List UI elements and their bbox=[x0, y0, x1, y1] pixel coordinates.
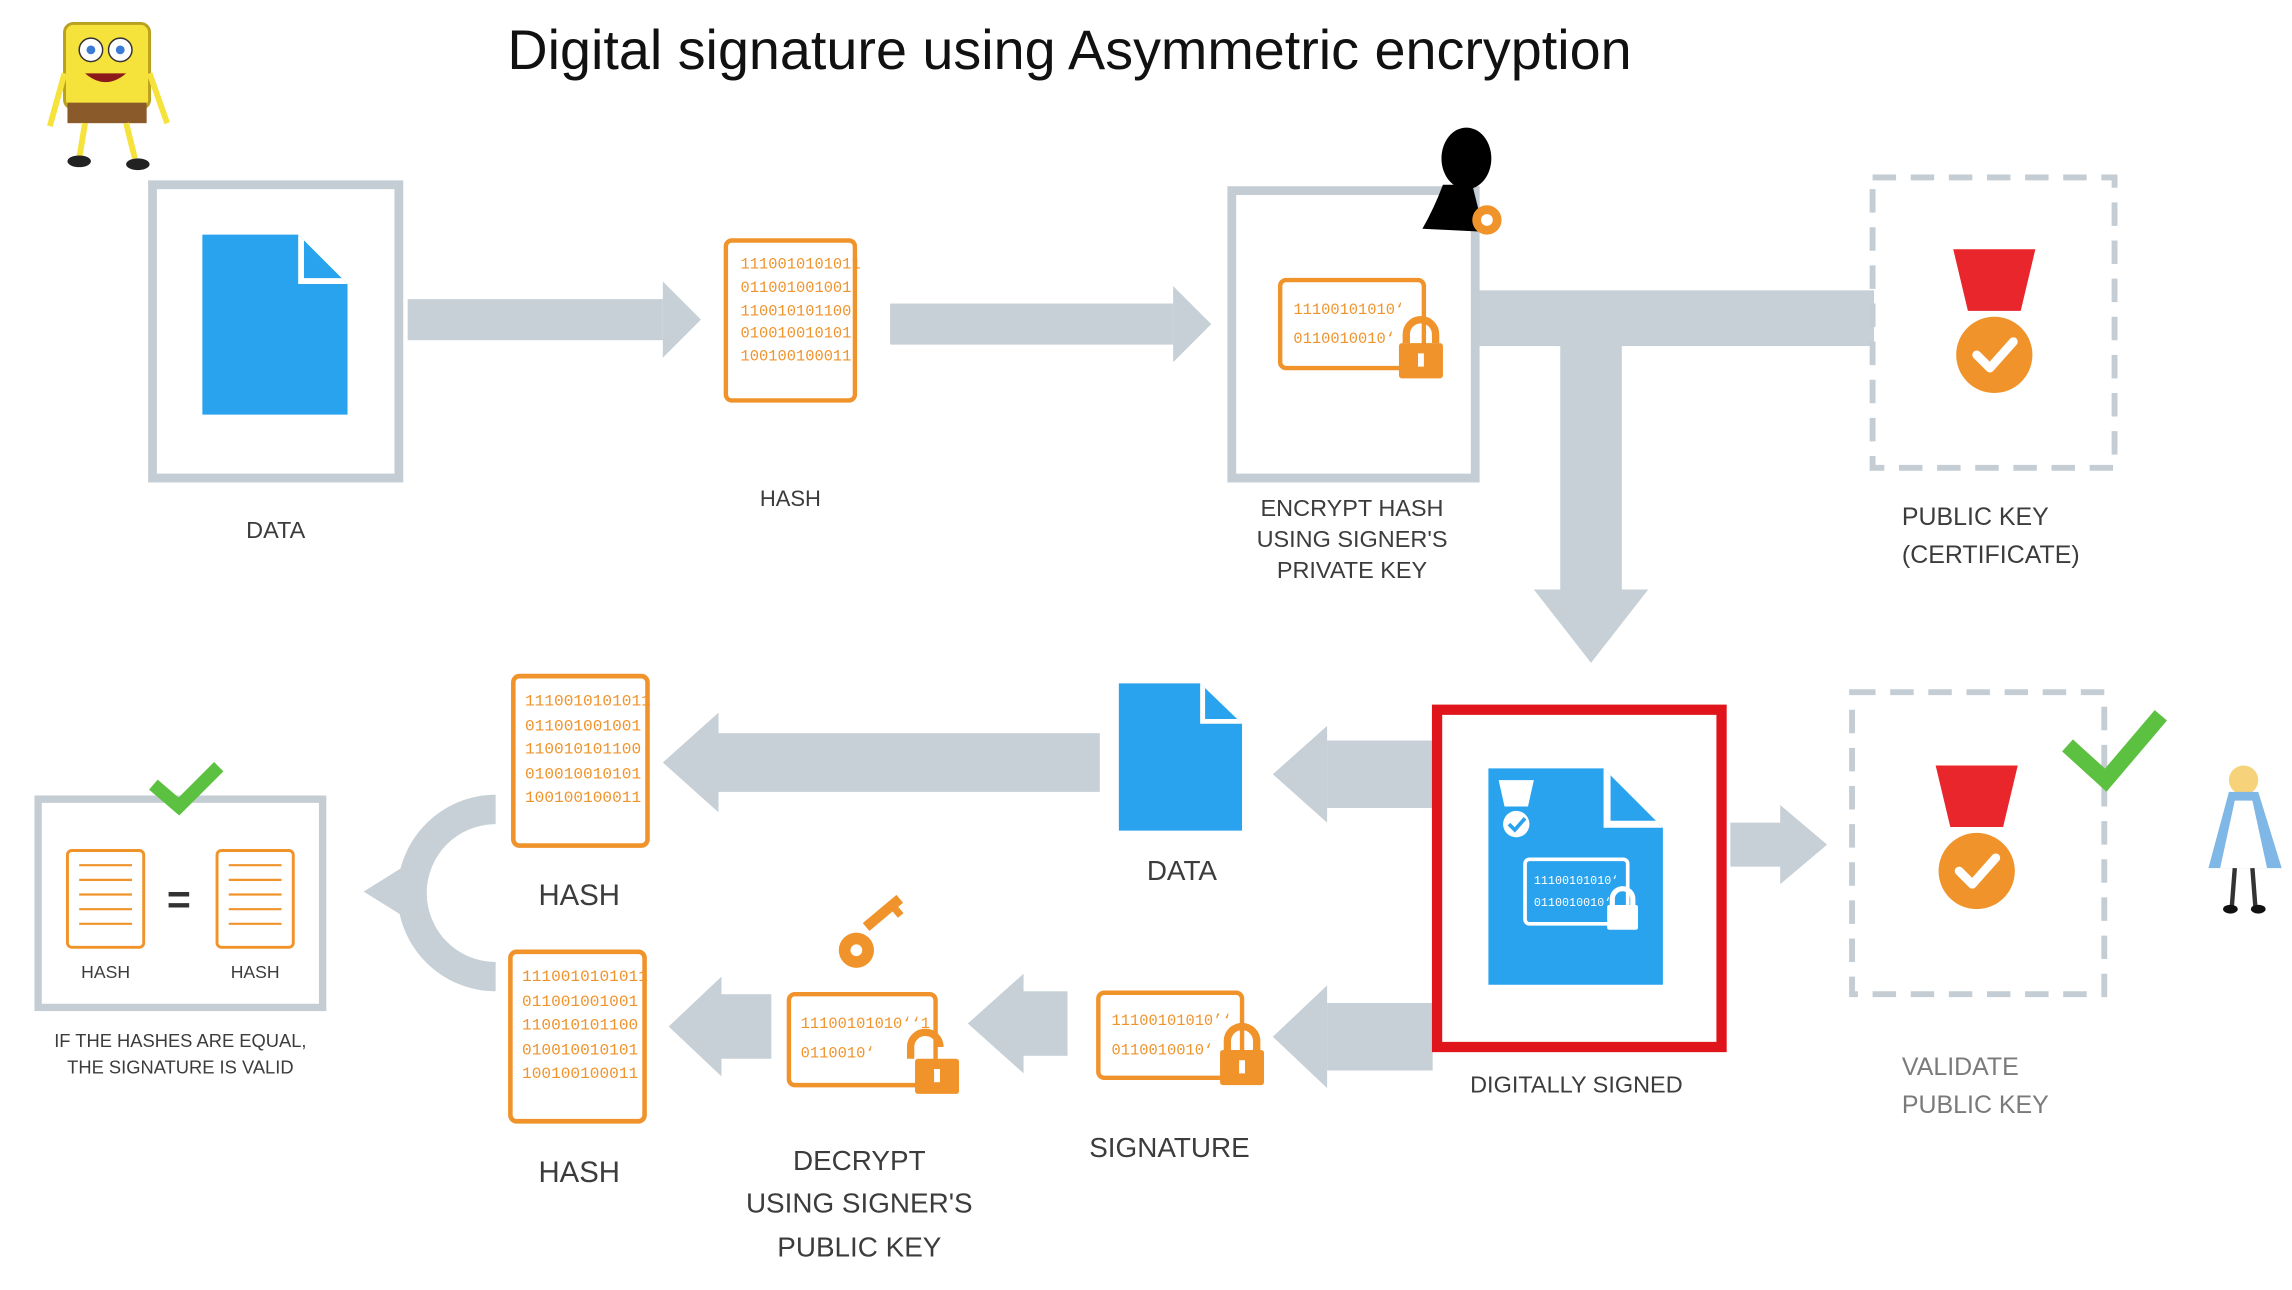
compare-hash-label-right: HASH bbox=[230, 961, 280, 983]
validate-public-key-frame bbox=[1849, 689, 2108, 998]
digitally-signed-label: DIGITALLY SIGNED bbox=[1470, 1073, 1683, 1099]
hash-label-mid: HASH bbox=[538, 879, 620, 913]
data-label-mid: DATA bbox=[1146, 856, 1217, 888]
checkmark-icon-validate bbox=[2062, 710, 2167, 792]
arrow-hash-to-encrypt bbox=[890, 285, 1212, 363]
encrypt-hash-frame bbox=[1227, 186, 1480, 483]
signature-binary-text: 11100101010’‘0110010010‘ bbox=[1111, 1013, 1232, 1061]
compare-hash-label-left: HASH bbox=[81, 961, 131, 983]
arrow-data-to-hash bbox=[407, 281, 701, 358]
arrow-signed-to-validate bbox=[1730, 805, 1828, 885]
checkmark-icon-compare bbox=[149, 761, 224, 816]
medal-icon-validate bbox=[1936, 765, 2018, 909]
arrow-signature-to-decrypt bbox=[967, 973, 1068, 1074]
document-icon-mid bbox=[1118, 683, 1243, 831]
medal-icon bbox=[1953, 249, 2035, 393]
spongebob-character-icon bbox=[47, 21, 170, 171]
public-key-certificate-label: PUBLIC KEY(CERTIFICATE) bbox=[1901, 502, 2080, 570]
signature-icon bbox=[1096, 990, 1245, 1081]
encrypted-hash-icon bbox=[1277, 277, 1427, 371]
arrow-hashes-to-compare bbox=[363, 794, 496, 992]
signature-label: SIGNATURE bbox=[1089, 1133, 1250, 1165]
key-icon bbox=[838, 894, 904, 968]
page-title: Digital signature using Asymmetric encry… bbox=[507, 20, 1632, 83]
signed-binary-text: 11100101010‘0110010010‘ bbox=[1533, 875, 1619, 911]
arrow-decrypt-to-hash-bottom bbox=[668, 976, 772, 1077]
arrow-signed-to-signature bbox=[1272, 985, 1433, 1089]
hash-label-top: HASH bbox=[759, 486, 821, 512]
alice-character-icon bbox=[2208, 765, 2282, 914]
public-key-certificate-frame bbox=[1869, 174, 2118, 471]
arrow-data-to-hash-mid bbox=[662, 712, 1100, 813]
data-document-frame bbox=[148, 180, 404, 483]
digitally-signed-box bbox=[1431, 704, 1727, 1053]
data-label-top: DATA bbox=[246, 519, 306, 545]
hashes-equal-note: IF THE HASHES ARE EQUAL,THE SIGNATURE IS… bbox=[54, 1030, 307, 1078]
arrow-tee-to-signed bbox=[1472, 290, 1875, 663]
arrow-signed-to-data bbox=[1272, 725, 1433, 823]
signer-person-icon bbox=[1422, 127, 1502, 235]
equals-sign: = bbox=[166, 876, 191, 923]
document-icon bbox=[202, 234, 348, 415]
encrypted-binary-text: 11100101010‘0110010010‘ bbox=[1293, 302, 1405, 349]
hash-label-bottom: HASH bbox=[538, 1156, 620, 1190]
